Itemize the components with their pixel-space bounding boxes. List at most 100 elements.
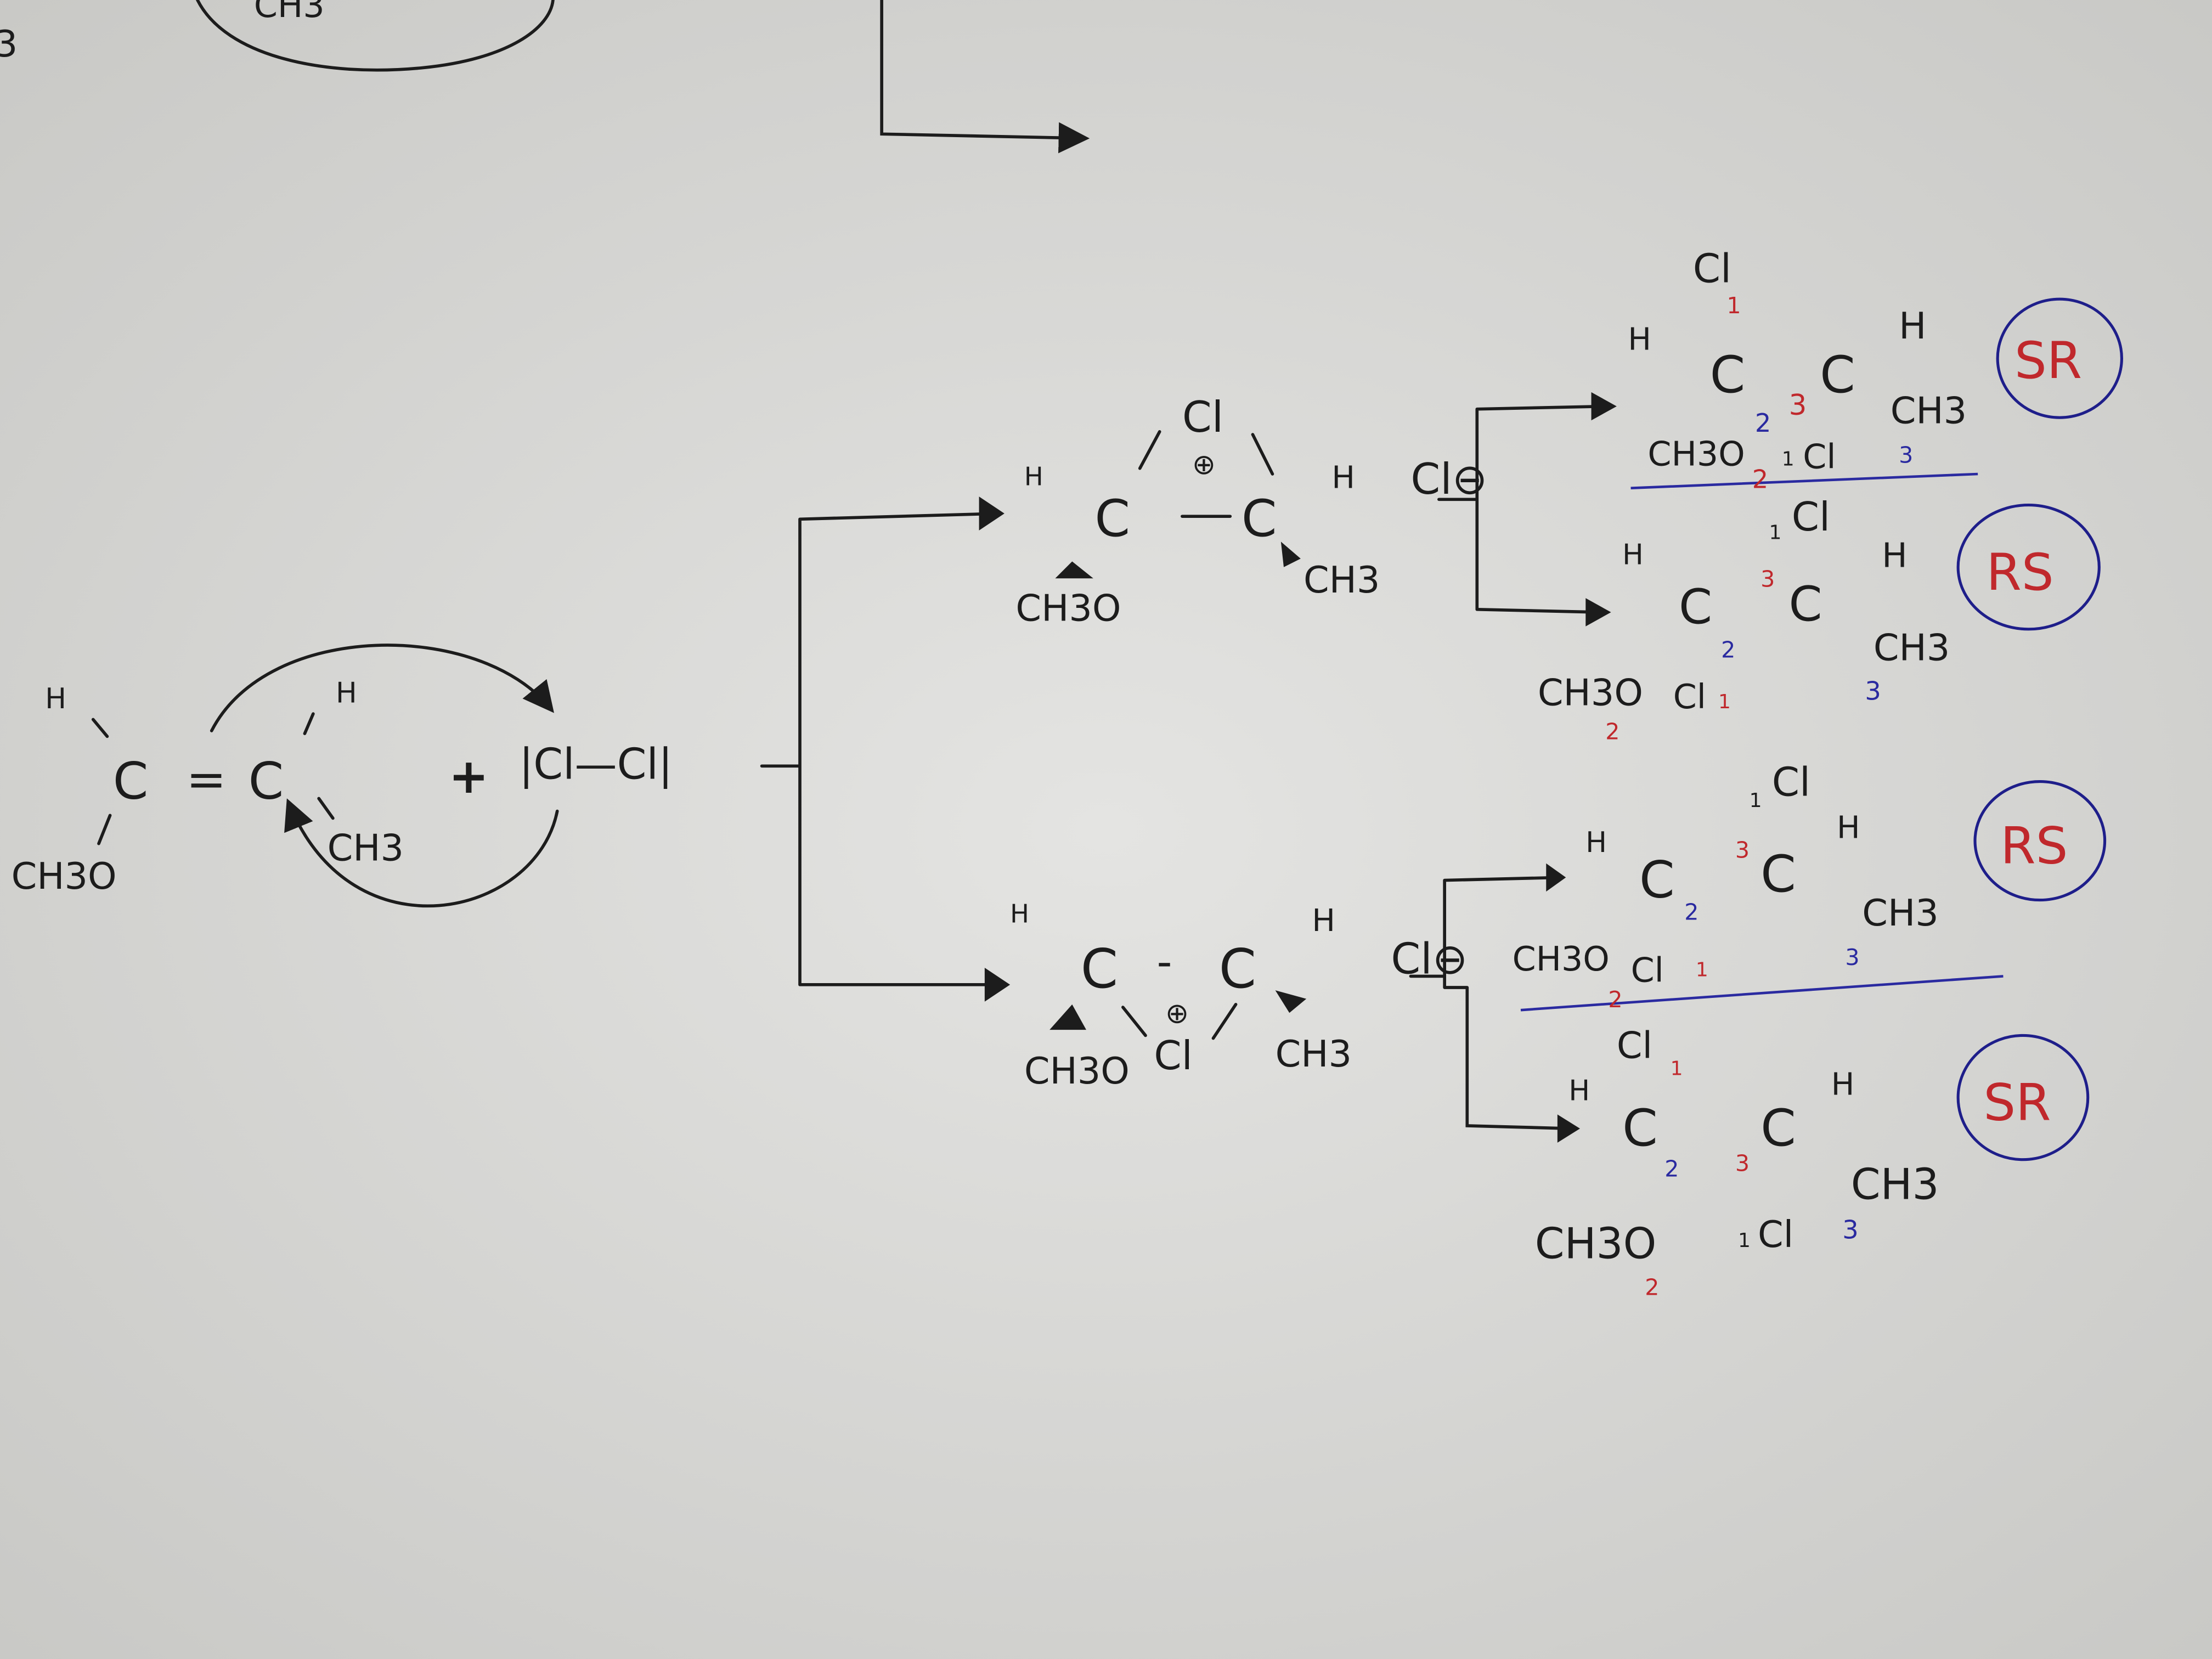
separator-lines [1520,472,2004,1012]
product-1: Cl 1 H C C H CH3 CH3O Cl 2 3 2 3 1 SR [1628,245,2124,494]
number: 2 [1752,465,1768,494]
chloride-top: Cl⊖ [1410,455,1487,504]
top-arrow [880,0,1090,154]
curved-arrow-bottom [284,798,559,908]
atom-c1: C [1679,579,1712,635]
number: 1 [1718,691,1731,713]
atom-c1: C [113,751,149,810]
atom-cl-bottom: Cl [1803,437,1836,477]
atom-cl-top: Cl [1772,759,1810,805]
atom-cl-bottom: Cl [1631,951,1664,990]
group-ch3: CH3 [1851,1160,1939,1210]
atom-cl-bottom: Cl [1758,1213,1793,1256]
group-ch3o: CH3O [1015,586,1121,629]
group-ch3o: CH3O [1024,1049,1130,1092]
atom-h-left: H [1010,899,1029,929]
number: 3 [1760,566,1775,592]
atom-h-left: H [1024,462,1043,492]
group-ch3: CH3 [1891,389,1967,432]
group-ch3o: CH3O [1535,1220,1657,1269]
stereo-label: RS [2000,816,2068,876]
single-bond: - [1157,937,1172,986]
digit-3: 3 [0,22,18,65]
product-3: Cl 1 H C C H CH3 CH3O Cl 2 3 2 3 1 RS [1513,759,2107,1013]
atom-c1: C [1710,345,1746,404]
atom-c1: C [1081,938,1118,1001]
branch-lines-2 [1409,404,1607,1130]
number: 2 [1684,899,1699,926]
number: 3 [1865,676,1881,706]
atom-h-right: H [1331,460,1355,496]
number: 2 [1608,986,1622,1013]
group-ch3o: CH3O [1647,435,1745,474]
priority-1: 1 [1769,521,1782,544]
atom-cl-top: Cl [1792,494,1830,540]
priority-1: 1 [1726,292,1741,319]
atom-cl-bottom: Cl [1673,677,1706,716]
positive-charge: ⊕ [1165,997,1189,1030]
atom-c1: C [1639,850,1675,909]
group-ch3: CH3 [328,827,404,870]
group-ch3: CH3 [1276,1032,1352,1075]
group-ch3: CH3 [1874,626,1950,669]
group-ch3o: CH3O [12,855,117,898]
product-2: Cl 1 H C C H CH3 CH3O Cl 2 3 2 3 1 RS [1538,494,2101,744]
curved-arrow-top [210,644,554,732]
atom-h: H [1622,539,1644,572]
atom-h-right: H [1312,902,1335,939]
atom-h2: H [1837,809,1860,845]
label-circle [1956,1034,2090,1161]
atom-cl: Cl [1154,1032,1192,1079]
atom-c2: C [1789,576,1822,632]
group-ch3: CH3 [1304,558,1380,601]
bonds [1121,1003,1238,1040]
atom-h: H [45,682,66,715]
atom-h2: H [1882,536,1907,575]
group-ch3o: CH3O [1513,939,1610,979]
number: 1 [1738,1229,1751,1252]
bonds [91,712,335,845]
number: 2 [1721,636,1735,663]
stereo-label: RS [1987,543,2054,602]
atom-cl-top: Cl [1693,245,1731,291]
atom-h2: H [1831,1066,1855,1102]
branch-lines [760,512,1006,986]
number: 1 [1782,448,1795,471]
wedge-bonds [1055,541,1301,579]
ch3-label: CH3 [254,0,325,25]
intermediate-top: Cl ⊕ C C H H CH3O CH3 [1015,393,1380,630]
atom-c2: C [1219,938,1256,1001]
number: 2 [1664,1156,1679,1182]
product-4: Cl 1 H C C H CH3 CH3O Cl 2 3 2 3 1 SR [1535,1024,2090,1301]
atom-cl: Cl [1182,393,1223,442]
number: 2 [1605,718,1620,744]
number: 3 [1845,944,1859,970]
atom-c2: C [1760,1098,1796,1158]
bonds [1138,430,1274,518]
atom-c1: C [1094,489,1130,548]
group-ch3: CH3 [1862,891,1938,934]
atom-h2: H [1899,304,1926,347]
number: 3 [1735,1150,1750,1176]
atom-c2: C [1242,489,1277,548]
atom-c1: C [1622,1098,1658,1158]
atom-cl-top: Cl [1617,1024,1652,1067]
positive-charge: ⊕ [1192,448,1216,481]
number: 1 [1696,958,1708,981]
atom-c2: C [1820,345,1855,404]
label-circle [1996,297,2124,419]
label-circle [1956,504,2101,631]
number: 3 [1899,442,1913,468]
priority-1: 1 [1750,789,1762,812]
number: 3 [1789,389,1807,422]
atom-h: H [1628,321,1651,358]
priority-1: 1 [1671,1057,1683,1080]
atom-c2: C [249,751,284,810]
number: 3 [1842,1215,1858,1245]
reagent-cl2: |Cl—Cl| [519,740,673,789]
wedge-bonds [1049,990,1307,1030]
number: 2 [1755,408,1771,438]
group-ch3o: CH3O [1538,672,1643,714]
